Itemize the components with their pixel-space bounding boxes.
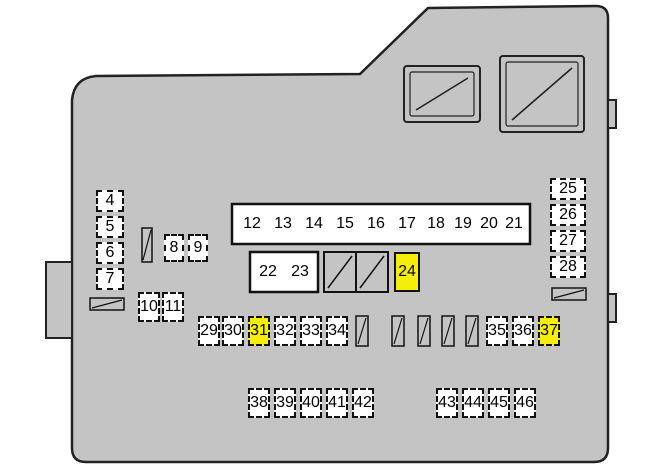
- fuse-36: 36: [512, 316, 534, 346]
- fuse-18: 18: [422, 208, 450, 240]
- fuse-28: 28: [550, 256, 586, 278]
- fuse-33: 33: [300, 316, 322, 346]
- fuse-23: 23: [286, 256, 314, 288]
- fuse-6: 6: [96, 242, 124, 264]
- fuse-45: 45: [488, 388, 510, 418]
- relay-pair-middle: [323, 251, 389, 293]
- fuse-19: 19: [449, 208, 477, 240]
- fuse-20: 20: [475, 208, 503, 240]
- fuse-46: 46: [514, 388, 536, 418]
- fuse-8: 8: [164, 234, 184, 262]
- fuse-21: 21: [500, 208, 528, 240]
- fuse-34: 34: [326, 316, 348, 346]
- fuse-9: 9: [188, 234, 208, 262]
- fuse-42: 42: [352, 388, 374, 418]
- fuse-10: 10: [138, 292, 160, 322]
- fuse-7: 7: [96, 268, 124, 290]
- fuse-26: 26: [550, 204, 586, 226]
- fuse-31: 31: [248, 316, 270, 346]
- fuse-29: 29: [198, 316, 220, 346]
- fuse-15: 15: [331, 208, 359, 240]
- fuse-12: 12: [238, 208, 266, 240]
- fuse-14: 14: [300, 208, 328, 240]
- fuse-38: 38: [248, 388, 270, 418]
- small-relay-right: [551, 287, 587, 301]
- fuse-17: 17: [393, 208, 421, 240]
- fuse-22: 22: [254, 256, 282, 288]
- small-relay-lower-left: [89, 297, 125, 311]
- fuse-11: 11: [162, 292, 184, 322]
- fuse-37: 37: [538, 316, 560, 346]
- right-tab-upper: [607, 99, 617, 129]
- fuse-24: 24: [394, 252, 420, 292]
- fuse-5: 5: [96, 216, 124, 238]
- fuse-25: 25: [550, 178, 586, 200]
- fuse-16: 16: [362, 208, 390, 240]
- fuse-35: 35: [486, 316, 508, 346]
- fuse-39: 39: [274, 388, 296, 418]
- slot-relays: [355, 315, 479, 347]
- fuse-4: 4: [96, 190, 124, 212]
- fuse-44: 44: [462, 388, 484, 418]
- fuse-30: 30: [222, 316, 244, 346]
- fuse-13: 13: [269, 208, 297, 240]
- fuse-32: 32: [274, 316, 296, 346]
- fuse-40: 40: [300, 388, 322, 418]
- relay-top-right: [499, 55, 585, 133]
- relay-top-left: [403, 65, 481, 123]
- right-tab-lower: [607, 293, 617, 323]
- small-relay-left: [141, 227, 153, 263]
- fuse-27: 27: [550, 230, 586, 252]
- fuse-41: 41: [326, 388, 348, 418]
- left-tab: [45, 261, 73, 339]
- fuse-43: 43: [436, 388, 458, 418]
